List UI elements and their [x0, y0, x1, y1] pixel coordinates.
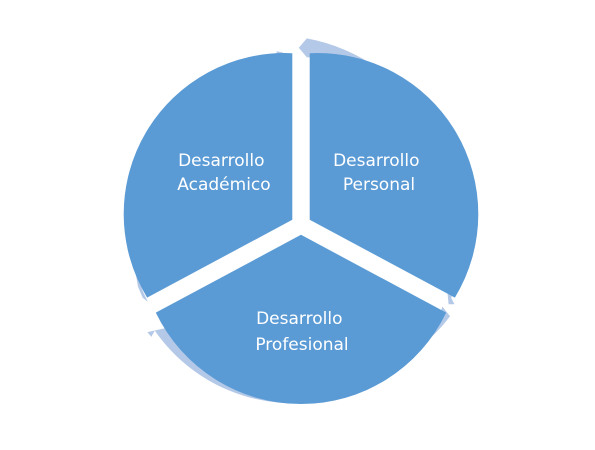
labels: Desarrollo Académico Desarrollo Personal… — [177, 151, 425, 355]
segment-personal — [309, 53, 479, 298]
label-personal: Desarrollo Personal — [333, 151, 425, 195]
label-academico-line1: Desarrollo — [178, 151, 264, 171]
label-academico: Desarrollo Académico — [177, 151, 270, 195]
label-profesional: Desarrollo Profesional — [255, 309, 348, 355]
label-profesional-line1: Desarrollo — [256, 309, 342, 329]
label-personal-line1: Desarrollo — [333, 151, 419, 171]
label-personal-line2: Personal — [343, 175, 415, 195]
label-profesional-line2: Profesional — [255, 335, 348, 355]
segment-profesional — [155, 234, 447, 405]
segments — [123, 53, 479, 405]
segment-academico — [123, 53, 293, 298]
label-academico-line2: Académico — [177, 175, 270, 195]
